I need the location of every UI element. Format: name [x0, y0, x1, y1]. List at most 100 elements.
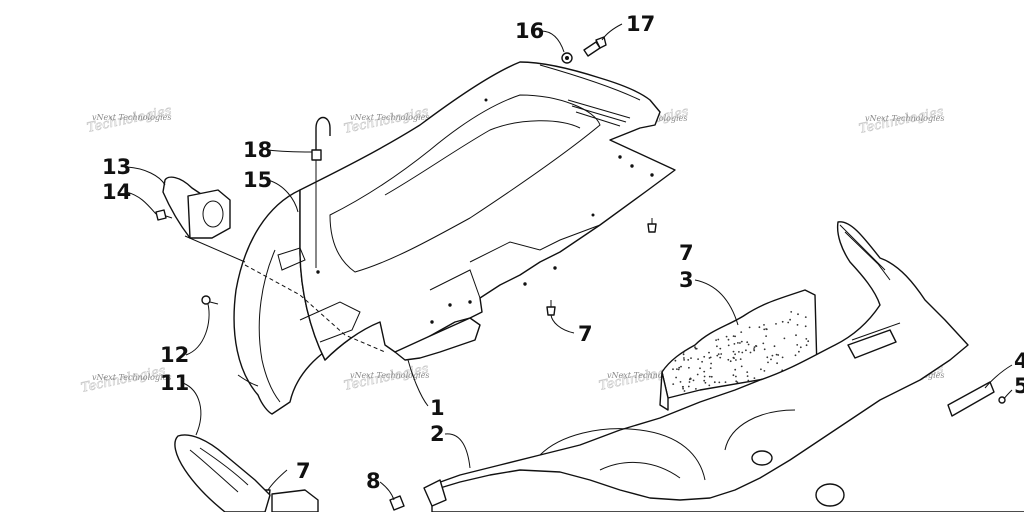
part-8-clip: [389, 479, 447, 511]
foam-speckle: [753, 346, 756, 348]
foam-speckle: [716, 354, 719, 357]
foam-speckle: [763, 324, 765, 326]
callout-7-low: 7: [296, 459, 311, 483]
foam-speckle: [733, 343, 736, 345]
foam-speckle: [763, 370, 766, 372]
foam-speckle: [727, 344, 730, 347]
foam-speckle: [701, 360, 703, 363]
foam-speckle: [777, 354, 780, 356]
foam-speckle: [688, 381, 691, 383]
foam-speckle: [682, 387, 684, 390]
foam-speckle: [790, 311, 793, 313]
foam-speckle: [753, 348, 755, 350]
watermark: vNext Technologies: [350, 371, 429, 380]
foam-speckle: [680, 365, 682, 368]
foam-speckle: [708, 384, 711, 387]
callout-18: 18: [243, 138, 272, 162]
foam-speckle: [746, 341, 749, 344]
foam-speckle: [719, 347, 722, 350]
foam-speckle: [687, 359, 690, 361]
foam-speckle: [781, 320, 784, 323]
part-13-boot: [162, 176, 246, 263]
foam-speckle: [799, 346, 802, 349]
foam-speckle: [682, 353, 685, 356]
foam-speckle: [732, 356, 735, 359]
foam-speckle: [789, 318, 791, 321]
foam-speckle: [781, 356, 784, 359]
foam-speckle: [735, 380, 738, 383]
foam-speckle: [725, 335, 728, 338]
callout-1: 1: [430, 396, 445, 420]
watermark: vNext Technologies: [607, 371, 686, 380]
foam-speckle: [763, 348, 766, 351]
callout-8: 8: [366, 469, 381, 493]
foam-speckle: [672, 383, 675, 385]
foam-speckle: [694, 346, 696, 349]
foam-speckle: [672, 368, 674, 371]
foam-speckle: [747, 379, 750, 382]
part-14-screw: [155, 209, 173, 221]
foam-speckle: [689, 377, 692, 380]
foam-speckle: [753, 377, 756, 379]
foam-speckle: [704, 381, 707, 384]
foam-speckle: [804, 325, 807, 328]
callout-7-top: 7: [679, 241, 694, 265]
foam-speckle: [748, 326, 751, 329]
foam-speckle: [735, 375, 737, 378]
foam-speckle: [771, 354, 774, 357]
foam-speckle: [798, 350, 800, 353]
foam-speckle: [746, 375, 749, 377]
callout-5: 5: [1014, 374, 1024, 398]
callout-15: 15: [243, 168, 272, 192]
callout-12: 12: [160, 343, 189, 367]
part-11-shield: [174, 434, 319, 512]
foam-speckle: [766, 356, 769, 359]
foam-speckle: [737, 342, 739, 344]
foam-speckle: [794, 354, 797, 357]
foam-speckle: [804, 316, 807, 318]
foam-speckle: [692, 379, 695, 382]
part-16-washer: [561, 52, 573, 64]
foam-speckle: [703, 355, 706, 358]
foam-speckle: [745, 349, 747, 352]
foam-speckle: [683, 357, 685, 359]
foam-speckle: [703, 370, 706, 373]
foam-speckle: [734, 353, 736, 356]
callout-7-mid: 7: [578, 322, 593, 346]
foam-speckle: [765, 328, 768, 331]
foam-speckle: [767, 361, 769, 364]
foam-speckle: [678, 366, 681, 369]
part-18-hook: [311, 116, 331, 268]
watermark: vNext Technologies: [350, 113, 429, 122]
foam-speckle: [717, 338, 720, 341]
foam-speckle: [683, 359, 685, 361]
watermark: vNext Technologies: [865, 114, 944, 123]
watermark: vNext Technologies: [92, 113, 171, 122]
callout-16: 16: [515, 19, 544, 43]
foam-speckle: [732, 374, 735, 377]
foam-speckle: [753, 349, 756, 352]
foam-speckle: [695, 388, 697, 390]
foam-speckle: [699, 367, 701, 370]
part-17-bolt: [583, 36, 607, 57]
foam-speckle: [734, 335, 736, 338]
foam-speckle: [694, 347, 697, 350]
foam-speckle: [739, 358, 742, 360]
foam-speckle: [687, 385, 690, 388]
callout-4: 4: [1014, 349, 1024, 373]
part-3-foam-pad: [659, 289, 818, 411]
foam-speckle: [738, 351, 740, 353]
foam-speckle: [740, 365, 743, 368]
foam-speckle: [674, 359, 677, 362]
foam-speckle: [719, 356, 722, 359]
callout-2: 2: [430, 422, 445, 446]
foam-speckle: [729, 360, 732, 363]
foam-speckle: [762, 342, 765, 345]
foam-speckle: [713, 381, 716, 384]
foam-speckle: [715, 339, 717, 341]
foam-speckle: [796, 344, 799, 346]
foam-speckle: [773, 345, 776, 348]
foam-speckle: [708, 375, 711, 378]
foam-speckle: [805, 344, 808, 347]
foam-speckle: [703, 375, 706, 378]
